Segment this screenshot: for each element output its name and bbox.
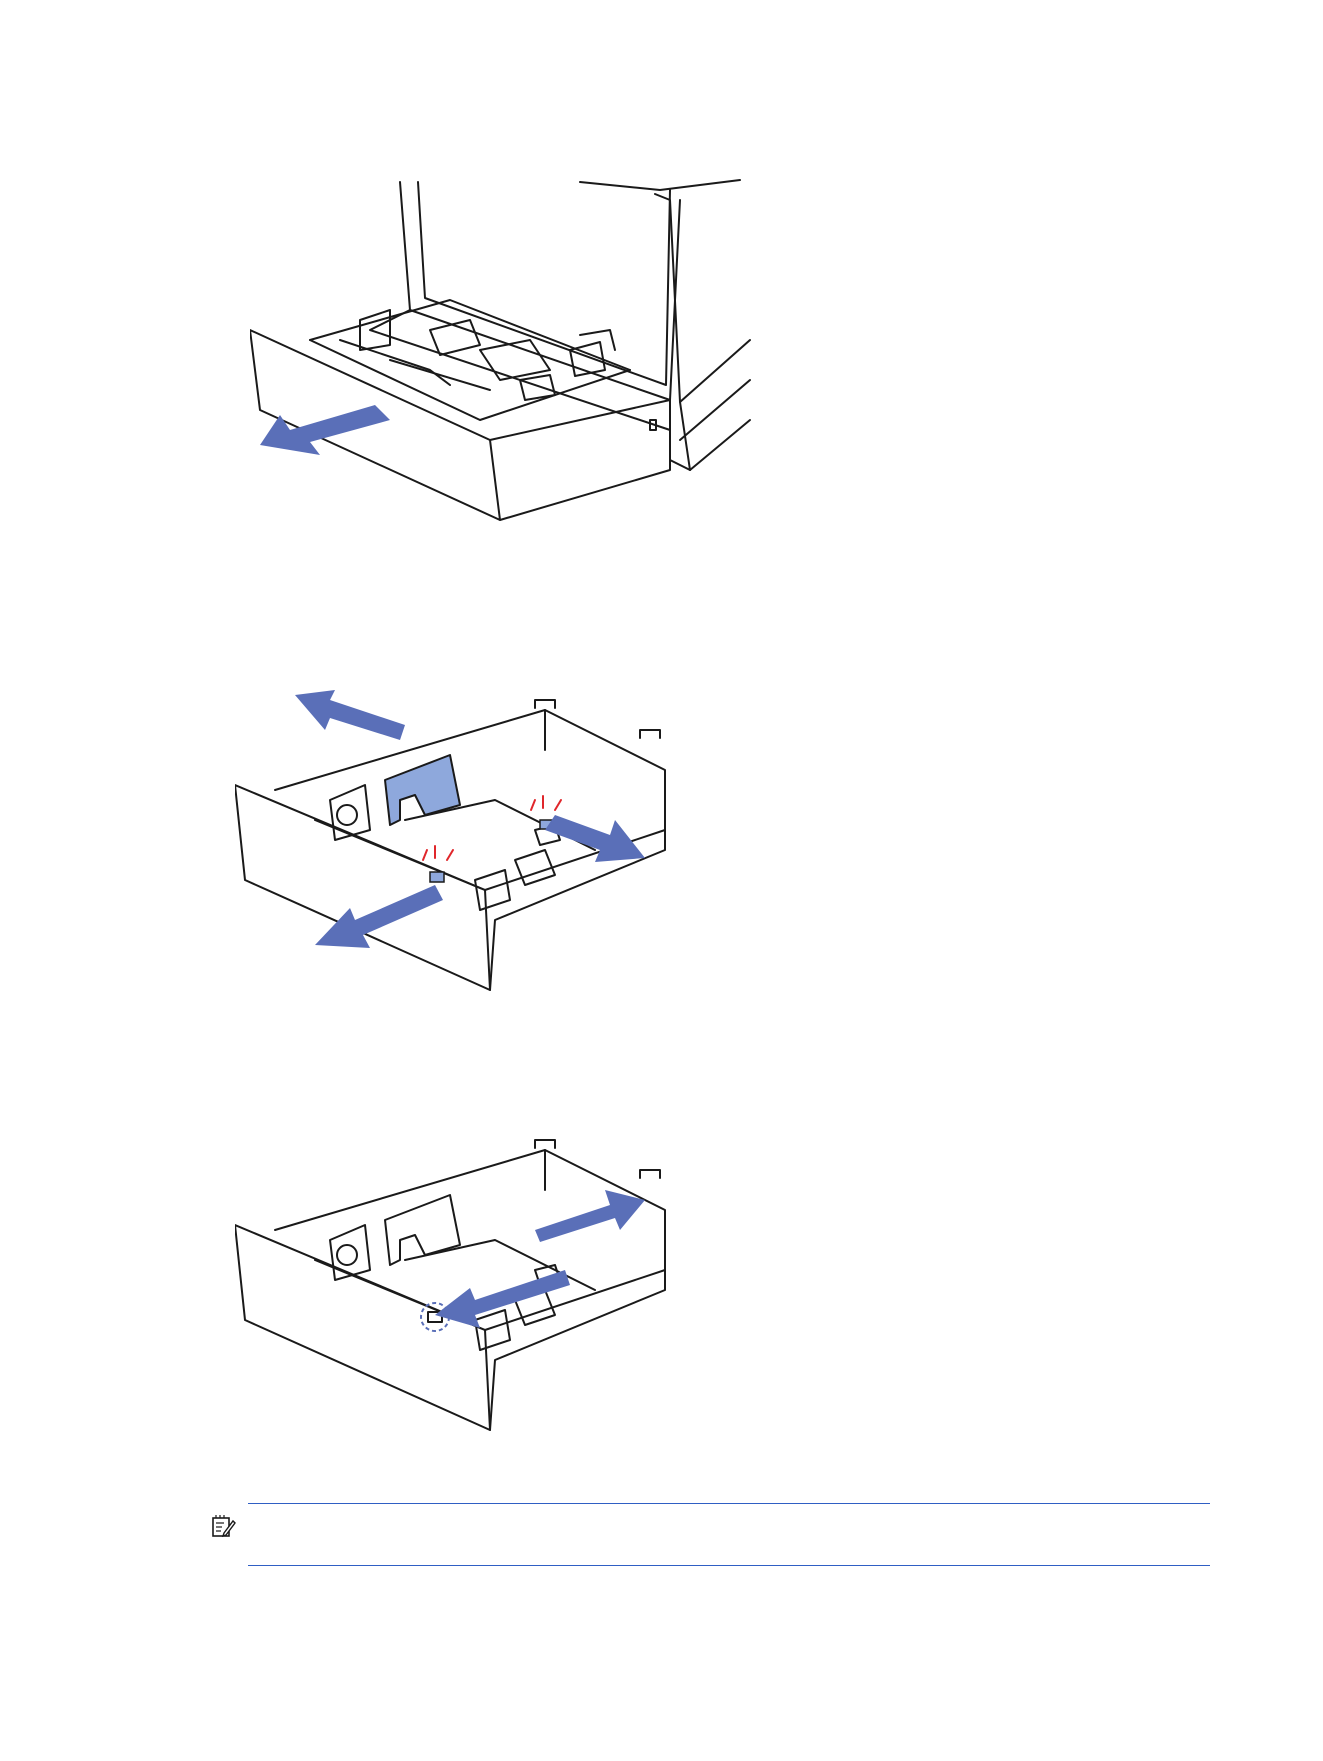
push-front-arrow-icon — [435, 1270, 570, 1328]
adjust-guides-illustration — [235, 690, 735, 1050]
push-back-arrow-icon — [535, 1190, 645, 1242]
note-callout — [210, 1495, 1210, 1575]
pull-tray-arrow-icon — [260, 405, 390, 455]
note-icon — [210, 1513, 236, 1539]
back-guide-highlight — [385, 755, 460, 825]
slide-back-arrow-icon — [295, 690, 405, 740]
note-rule-bottom — [248, 1565, 1210, 1566]
note-rule-top — [248, 1503, 1210, 1504]
open-tray-illustration — [250, 170, 770, 590]
tab-highlight-front — [430, 872, 444, 882]
close-guides-illustration — [235, 1130, 735, 1490]
slide-front-arrow-icon — [315, 885, 443, 948]
